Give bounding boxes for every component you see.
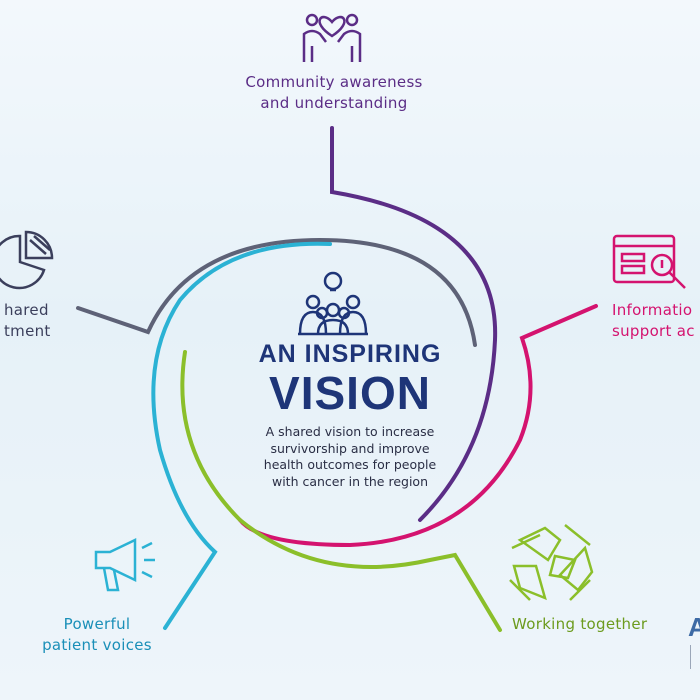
title-line2: VISION — [269, 367, 431, 419]
team-icon — [298, 271, 368, 336]
cyan-arc — [151, 241, 332, 630]
information-label: Informatio support ac — [612, 300, 695, 342]
community-label: Community awareness and understanding — [236, 72, 432, 114]
pink-arc — [238, 304, 598, 548]
investment-label-line1: hared — [4, 301, 49, 319]
working-label: Working together — [512, 614, 647, 635]
pie-chart-icon — [0, 230, 54, 290]
center-description: A shared vision to increase survivorship… — [225, 424, 475, 490]
title-line1: AN INSPIRING — [258, 340, 442, 368]
description-line: health outcomes for people — [263, 457, 437, 472]
grey-arc — [76, 237, 477, 347]
community-label-line2: and understanding — [260, 94, 408, 112]
megaphone-icon — [94, 538, 155, 592]
information-label-line1: Informatio — [612, 301, 693, 319]
description-line: survivorship and improve — [270, 440, 430, 456]
center-block: AN INSPIRING VISION A shared vision to i… — [225, 340, 475, 490]
green-arc — [180, 350, 502, 632]
patient-label-line2: patient voices — [42, 636, 152, 654]
patient-label-line1: Powerful — [63, 615, 131, 633]
joined-hands-icon — [509, 524, 594, 601]
logo-divider — [690, 645, 700, 669]
webpage-search-icon — [612, 234, 686, 289]
working-label-line1: Working together — [512, 615, 648, 633]
logo: A — [688, 612, 700, 642]
people-heart-icon — [302, 13, 362, 62]
information-label-line2: support ac — [612, 322, 695, 340]
description-line: with cancer in the region — [271, 473, 428, 489]
patient-label: Powerful patient voices — [36, 614, 158, 656]
investment-label-line2: tment — [4, 322, 51, 340]
community-label-line1: Community awareness — [245, 73, 423, 91]
purple-arc — [330, 126, 498, 522]
description-line: A shared vision to increase — [265, 424, 435, 439]
investment-label: hared tment — [4, 300, 51, 342]
